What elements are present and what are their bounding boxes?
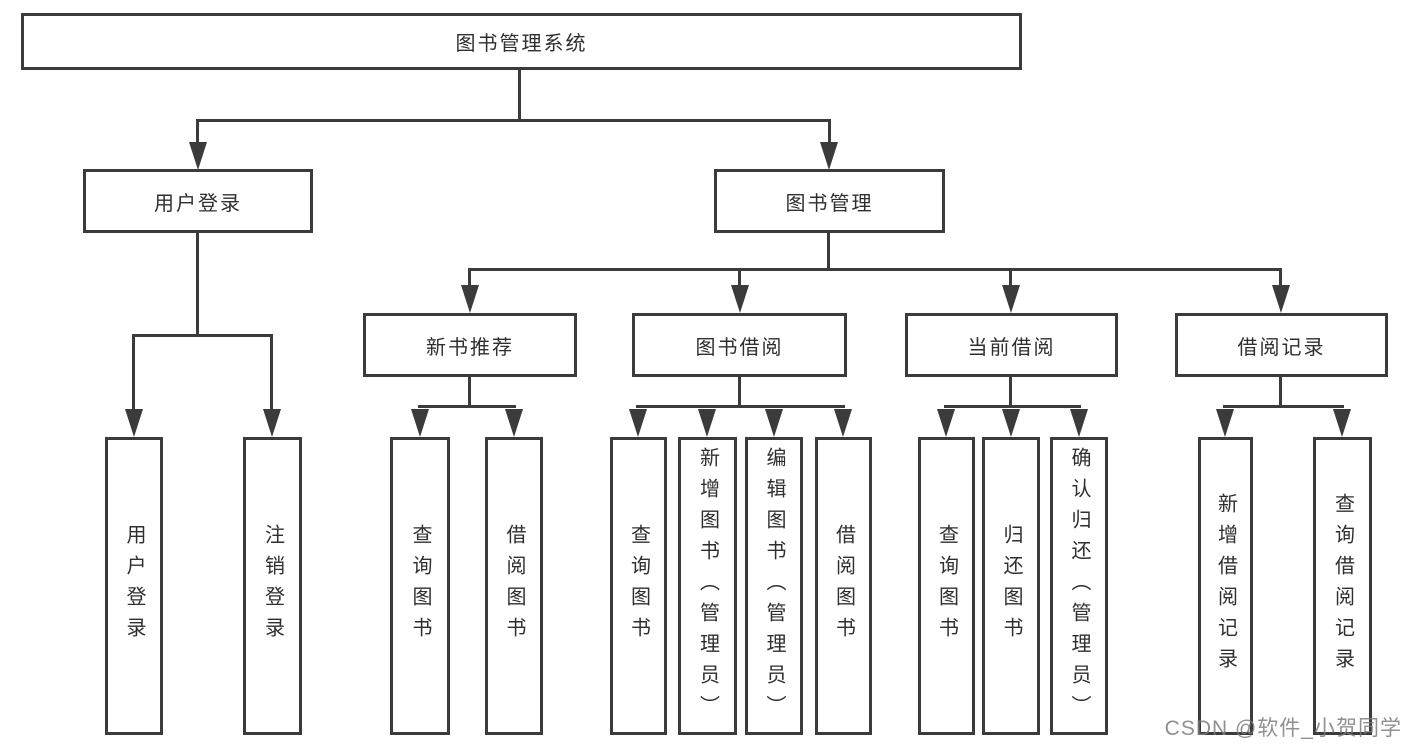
leaf-current-query-books: 查询图书	[918, 437, 975, 735]
leaf-current-confirm-return-admin: 确认归还（管理员）	[1050, 437, 1108, 735]
connector-level3-rail	[468, 268, 1282, 271]
leaf-user-login-label: 用户登录	[123, 524, 145, 648]
arrowhead-leaf-logout	[263, 409, 281, 437]
node-user-login-label: 用户登录	[154, 192, 242, 215]
leaf-recommend-borrow-books: 借阅图书	[485, 437, 543, 735]
connector-drop-leaf-login	[132, 334, 135, 411]
leaf-records-query-record-label: 查询借阅记录	[1331, 493, 1354, 679]
leaf-borrow-add-books-admin-label: 新增图书（管理员）	[696, 446, 719, 726]
node-user-login: 用户登录	[83, 169, 313, 233]
arrowhead-book-mgmt	[820, 142, 838, 170]
connector-borrow-stem	[738, 377, 741, 408]
leaf-current-return-books-label: 归还图书	[1000, 524, 1022, 648]
arrowhead-borrow-borrow	[834, 409, 852, 437]
connector-user-login-stem	[196, 233, 199, 337]
arrowhead-leaf-login	[125, 409, 143, 437]
leaf-borrow-query-books-label: 查询图书	[627, 524, 650, 648]
node-root-label: 图书管理系统	[455, 33, 588, 55]
arrowhead-recommend	[461, 285, 479, 313]
connector-recommend-stem	[468, 377, 471, 408]
node-book-borrow: 图书借阅	[632, 313, 847, 377]
csdn-watermark: CSDN @软件_小贺同学	[1164, 717, 1402, 740]
arrowhead-recommend-borrow	[505, 409, 523, 437]
node-root: 图书管理系统	[21, 13, 1022, 70]
node-book-borrow-label: 图书借阅	[695, 336, 784, 359]
node-book-mgmt: 图书管理	[714, 169, 945, 233]
leaf-borrow-borrow-books-label: 借阅图书	[832, 524, 855, 648]
connector-drop-leaf-logout	[270, 334, 273, 411]
node-current-borrow-label: 当前借阅	[967, 336, 1056, 359]
leaf-current-confirm-return-admin-label: 确认归还（管理员）	[1068, 446, 1090, 726]
leaf-current-query-books-label: 查询图书	[935, 524, 958, 648]
leaf-records-add-record: 新增借阅记录	[1198, 437, 1253, 735]
node-book-mgmt-label: 图书管理	[785, 192, 874, 215]
arrowhead-current	[1002, 285, 1020, 313]
leaf-borrow-query-books: 查询图书	[610, 437, 667, 735]
node-current-borrow: 当前借阅	[905, 313, 1118, 377]
connector-drop-recommend	[468, 268, 471, 287]
connector-records-stem	[1279, 377, 1282, 408]
leaf-current-return-books: 归还图书	[982, 437, 1040, 735]
leaf-recommend-query-books-label: 查询图书	[409, 524, 431, 648]
leaf-user-login: 用户登录	[105, 437, 163, 735]
leaf-borrow-edit-books-admin-label: 编辑图书（管理员）	[763, 446, 785, 726]
leaf-borrow-borrow-books: 借阅图书	[815, 437, 872, 735]
connector-drop-borrow	[738, 268, 741, 287]
connector-drop-book-mgmt	[828, 119, 831, 146]
leaf-borrow-add-books-admin: 新增图书（管理员）	[678, 437, 737, 735]
leaf-recommend-borrow-books-label: 借阅图书	[503, 524, 525, 648]
leaf-records-query-record: 查询借阅记录	[1313, 437, 1372, 735]
connector-user-login-rail	[132, 334, 273, 337]
connector-drop-user-login	[196, 119, 199, 146]
arrowhead-records	[1272, 285, 1290, 313]
node-new-book-recommend: 新书推荐	[363, 313, 577, 377]
connector-level2-rail	[196, 119, 831, 122]
leaf-logout-label: 注销登录	[261, 524, 284, 648]
node-new-book-recommend-label: 新书推荐	[426, 336, 514, 359]
arrowhead-records-add	[1216, 409, 1234, 437]
leaf-borrow-edit-books-admin: 编辑图书（管理员）	[745, 437, 803, 735]
arrowhead-borrow-edit	[765, 409, 783, 437]
connector-drop-current	[1009, 268, 1012, 287]
arrowhead-borrow	[731, 285, 749, 313]
leaf-records-add-record-label: 新增借阅记录	[1214, 493, 1237, 679]
connector-borrow-rail	[636, 405, 845, 408]
arrowhead-current-return	[1002, 409, 1020, 437]
arrowhead-borrow-add	[698, 409, 716, 437]
connector-recommend-rail	[418, 405, 516, 408]
connector-current-rail	[944, 405, 1081, 408]
connector-book-mgmt-stem	[827, 233, 830, 271]
leaf-logout: 注销登录	[243, 437, 302, 735]
connector-root-stem	[518, 70, 521, 122]
connector-current-stem	[1009, 377, 1012, 408]
leaf-recommend-query-books: 查询图书	[390, 437, 450, 735]
arrowhead-borrow-query	[629, 409, 647, 437]
connector-records-rail	[1223, 405, 1344, 408]
arrowhead-current-query	[937, 409, 955, 437]
node-borrow-records-label: 借阅记录	[1237, 336, 1326, 359]
connector-drop-records	[1279, 268, 1282, 287]
arrowhead-user-login	[189, 142, 207, 170]
arrowhead-records-query	[1333, 409, 1351, 437]
arrowhead-current-confirm	[1070, 409, 1088, 437]
node-borrow-records: 借阅记录	[1175, 313, 1388, 377]
arrowhead-recommend-query	[411, 409, 429, 437]
